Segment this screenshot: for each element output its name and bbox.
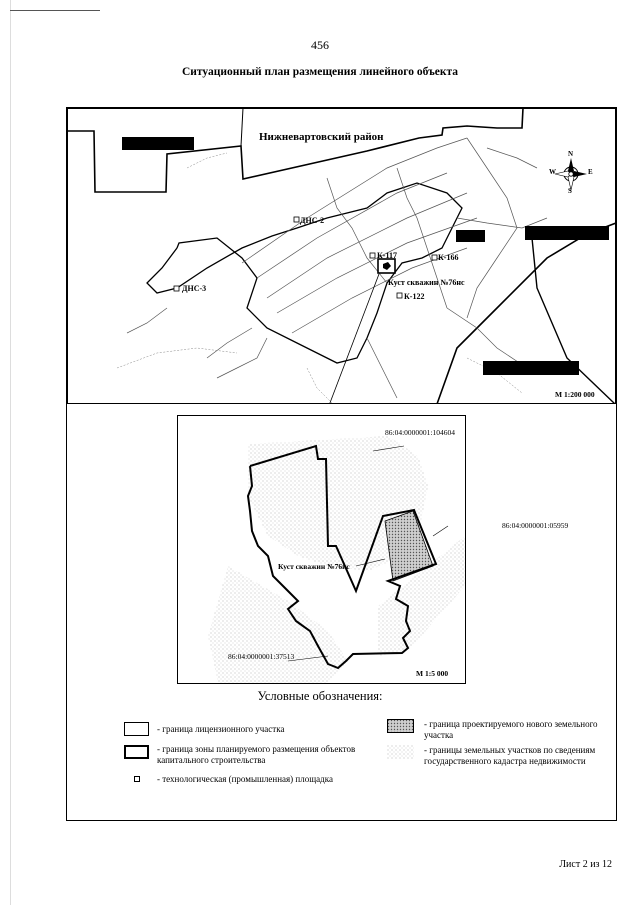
- detail-inset: 86:04:0000001:104604 Куст скважин №76нс …: [177, 415, 466, 684]
- legend-license-text: - граница лицензионного участка: [157, 724, 285, 734]
- overview-border: [67, 108, 616, 404]
- license-boundary: [146, 182, 463, 364]
- dns3-label: ДНС-3: [182, 284, 207, 293]
- compass-w: W: [549, 168, 556, 176]
- redacted-block: [456, 230, 485, 242]
- k166-label: К-166: [438, 253, 459, 262]
- compass-rose-icon: [554, 158, 587, 191]
- parcel-east-strip: [378, 536, 465, 656]
- well-cluster-label: Куст скважин №76нс: [388, 278, 465, 287]
- dns3-site: [173, 285, 180, 292]
- overview-scale: М 1:200 000: [555, 390, 595, 399]
- district-label: Нижневартовский район: [259, 131, 384, 143]
- legend-cadastre-text: - границы земельных участков по сведения…: [424, 745, 596, 766]
- redacted-block: [525, 226, 609, 240]
- parcel-southwest-area: [208, 566, 348, 683]
- parcel-east-label: 86:04:0000001:05959: [502, 521, 569, 530]
- legend-zone-text: - граница зоны планируемого размещения о…: [157, 744, 356, 765]
- compass-n: N: [568, 150, 574, 158]
- map-frame: [66, 107, 617, 821]
- parcel-southwest-label: 86:04:0000001:37513: [228, 652, 295, 661]
- dns2-label: ДНС-2: [300, 216, 325, 225]
- k117-site: [369, 252, 376, 259]
- legend-cadastre-symbol: [387, 745, 414, 759]
- k117-label: К-117: [377, 251, 398, 260]
- legend-site-symbol: [134, 776, 140, 782]
- legend-new-parcel-text: - граница проектируемого нового земельно…: [424, 719, 598, 740]
- dns2-site: [293, 216, 300, 223]
- legend-new-parcel-symbol: [387, 719, 414, 733]
- legend-license-symbol: [124, 722, 149, 736]
- detail-scale: М 1:5 000: [416, 669, 449, 678]
- parcel-north-label: 86:04:0000001:104604: [385, 428, 456, 437]
- legend-site-text: - технологическая (промышленная) площадк…: [157, 774, 333, 784]
- inset-pointer: [329, 273, 380, 404]
- parcel-north-area: [248, 436, 428, 571]
- legend-title: Условные обозначения:: [257, 689, 383, 703]
- sheet-number: Лист 2 из 12: [559, 859, 612, 870]
- compass-e: E: [588, 168, 593, 176]
- legend-zone-symbol: [124, 745, 149, 759]
- k166-site: [431, 254, 438, 261]
- document-title: Ситуационный план размещения линейного о…: [181, 66, 459, 78]
- redacted-block: [483, 361, 579, 375]
- compass-s: S: [568, 187, 572, 195]
- overview-map: [67, 108, 616, 404]
- construction-zone-boundary: [246, 444, 438, 670]
- k122-site: [396, 292, 403, 299]
- detail-well-cluster-label: Куст скважин №76нс: [278, 562, 350, 571]
- redacted-block: [122, 137, 194, 150]
- district-boundary: [67, 108, 524, 193]
- page-corner-line: [10, 10, 100, 11]
- k122-label: К-122: [404, 292, 425, 301]
- district-boundary-right: [436, 222, 616, 404]
- page-number: 456: [311, 38, 329, 52]
- detail-map: [208, 436, 465, 683]
- district-boundary-right-2: [531, 237, 616, 404]
- road-network: [126, 137, 548, 399]
- page-edge-line: [10, 0, 11, 905]
